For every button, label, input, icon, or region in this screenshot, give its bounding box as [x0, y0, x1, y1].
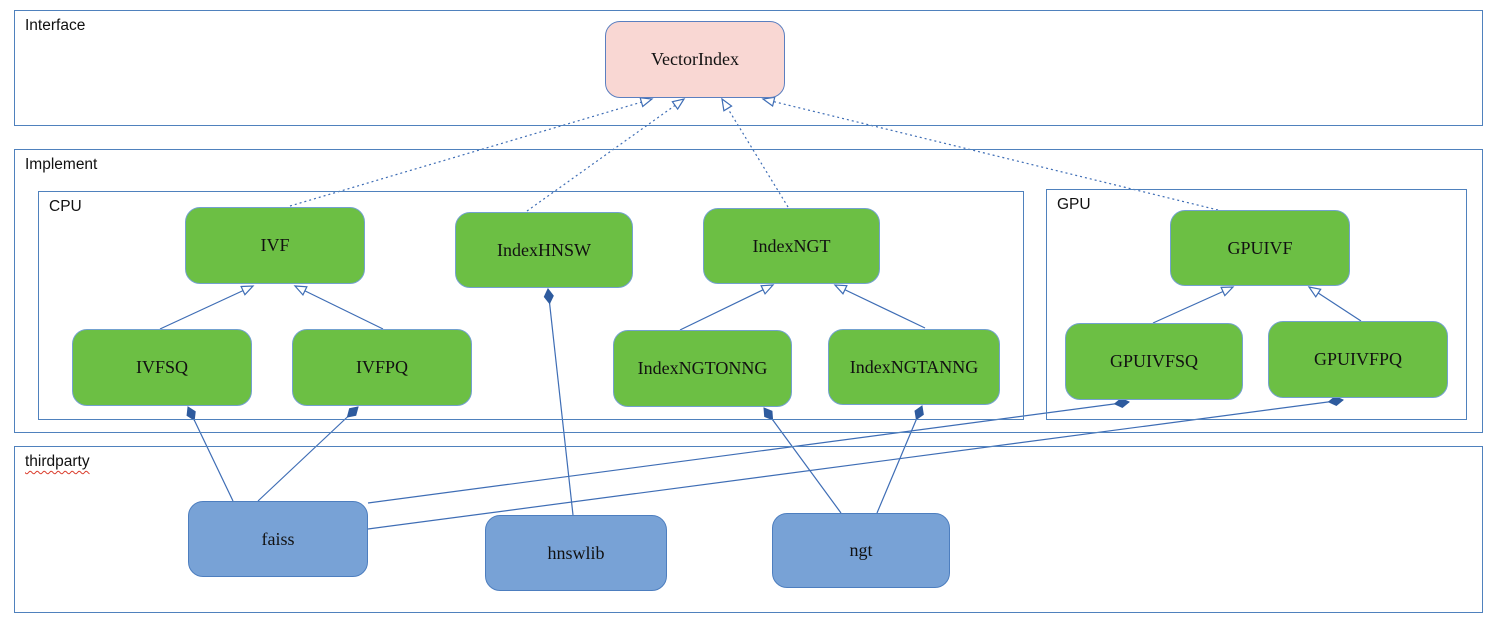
node-hnswlib[interactable]: hnswlib [485, 515, 667, 591]
container-implement[interactable]: Implement [14, 149, 1483, 433]
container-thirdparty[interactable]: thirdparty [14, 446, 1483, 613]
node-GPUIVF[interactable]: GPUIVF [1170, 210, 1350, 286]
node-label-ngt: ngt [849, 540, 873, 560]
node-label-IVF: IVF [260, 235, 290, 255]
node-label-IndexNGTONNG: IndexNGTONNG [637, 358, 768, 378]
node-label-GPUIVF: GPUIVF [1227, 237, 1293, 258]
container-gpu[interactable]: GPU [1046, 189, 1467, 420]
node-label-hnswlib: hnswlib [547, 542, 605, 563]
node-label-IndexHNSW: IndexHNSW [497, 239, 591, 260]
node-IVF[interactable]: IVF [185, 207, 365, 284]
node-label-IVFSQ: IVFSQ [135, 357, 188, 377]
node-label-IndexNGT: IndexNGT [752, 235, 831, 256]
container-label-interface: Interface [25, 17, 86, 34]
container-label-cpu: CPU [49, 198, 82, 215]
node-GPUIVFPQ[interactable]: GPUIVFPQ [1268, 321, 1448, 398]
node-GPUIVFSQ[interactable]: GPUIVFSQ [1065, 323, 1243, 400]
node-IndexNGT[interactable]: IndexNGT [703, 208, 880, 284]
container-cpu[interactable]: CPU [38, 191, 1024, 420]
node-IndexHNSW[interactable]: IndexHNSW [455, 212, 633, 288]
node-IVFPQ[interactable]: IVFPQ [292, 329, 472, 406]
node-label-IVFPQ: IVFPQ [355, 357, 408, 377]
node-label-VectorIndex: VectorIndex [651, 49, 739, 69]
node-label-GPUIVFPQ: GPUIVFPQ [1313, 349, 1403, 369]
node-ngt[interactable]: ngt [772, 513, 950, 588]
node-faiss[interactable]: faiss [188, 501, 368, 577]
node-label-faiss: faiss [261, 528, 295, 549]
container-interface[interactable]: Interface [14, 10, 1483, 126]
node-IVFSQ[interactable]: IVFSQ [72, 329, 252, 406]
node-VectorIndex[interactable]: VectorIndex [605, 21, 785, 98]
node-label-GPUIVFSQ: GPUIVFSQ [1109, 351, 1199, 371]
node-IndexNGTANNG[interactable]: IndexNGTANNG [828, 329, 1000, 405]
container-label-thirdparty: thirdparty [25, 453, 90, 470]
node-IndexNGTONNG[interactable]: IndexNGTONNG [613, 330, 792, 407]
container-label-gpu: GPU [1057, 196, 1091, 213]
container-label-implement: Implement [25, 156, 98, 173]
node-label-IndexNGTANNG: IndexNGTANNG [849, 356, 979, 377]
